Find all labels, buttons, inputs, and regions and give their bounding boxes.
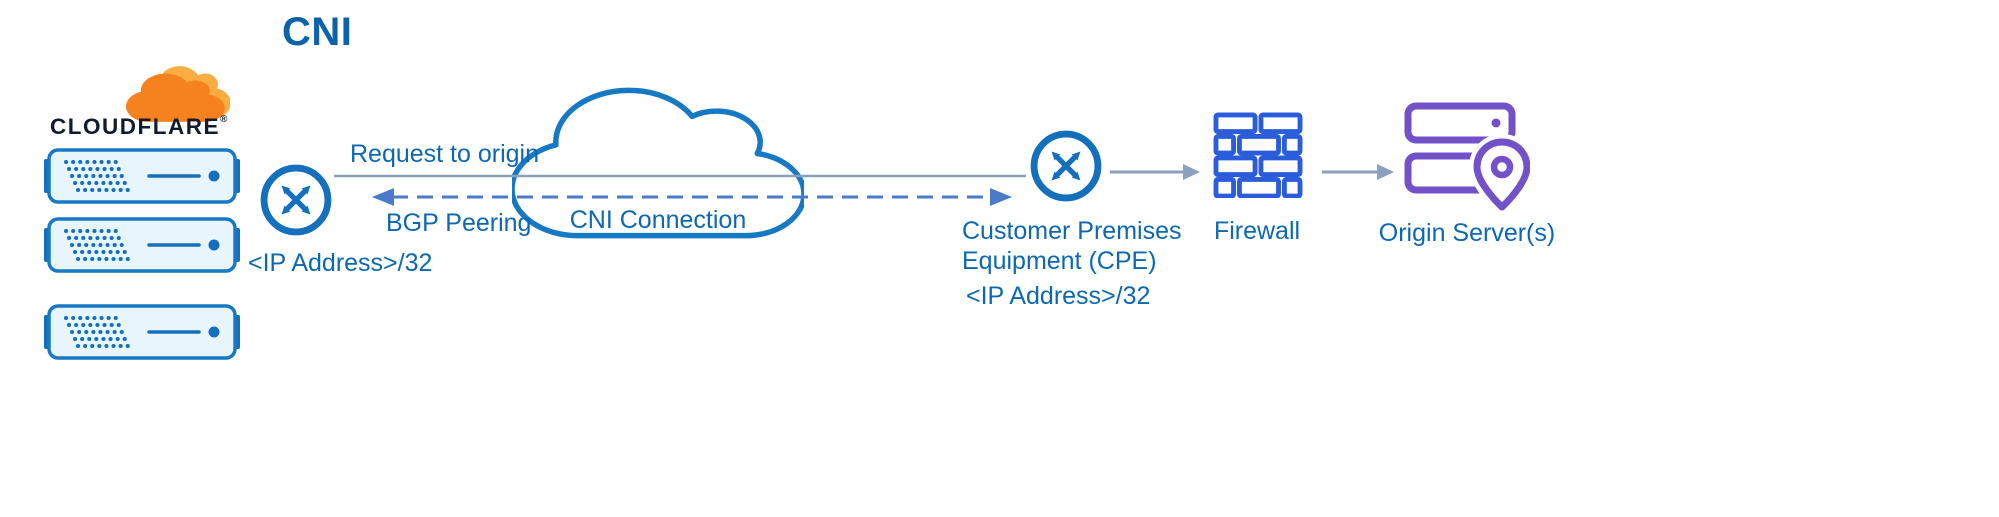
- server-icon-1: [44, 148, 240, 204]
- cloudflare-wordmark-text: CLOUDFLARE: [50, 114, 220, 139]
- cloudflare-trademark: ®: [219, 114, 229, 125]
- cni-connection-label: CNI Connection: [569, 206, 747, 234]
- router-icon-cpe: [1030, 130, 1102, 202]
- router-icon-cloudflare: [260, 164, 332, 236]
- cloudflare-cloud-icon: [126, 66, 230, 122]
- origin-label: Origin Server(s): [1378, 219, 1556, 247]
- cpe-to-firewall-arrow: [1110, 164, 1200, 180]
- server-icon-2: [44, 217, 240, 273]
- cpe-name-line2: Equipment (CPE): [962, 247, 1157, 275]
- request-to-origin-label: Request to origin: [350, 140, 540, 168]
- cpe-name-label: Customer Premises Equipment (CPE): [962, 216, 1182, 276]
- firewall-icon: [1213, 112, 1303, 198]
- firewall-to-origin-arrow: [1322, 164, 1394, 180]
- cpe-name-line1: Customer Premises: [962, 217, 1182, 245]
- server-icon-3: [44, 304, 240, 360]
- bgp-dashed-arrow: [372, 188, 1012, 206]
- origin-server-icon: [1404, 102, 1530, 212]
- location-pin-icon: [1469, 134, 1530, 212]
- cpe-ip-label: <IP Address>/32: [966, 282, 1151, 310]
- bgp-peering-label: BGP Peering: [386, 209, 532, 237]
- firewall-label: Firewall: [1213, 217, 1301, 245]
- cni-cloud-icon: [512, 80, 804, 246]
- cloudflare-wordmark: CLOUDFLARE®: [50, 114, 229, 140]
- cloudflare-router-ip-label: <IP Address>/32: [248, 249, 433, 277]
- cni-title: CNI: [282, 10, 353, 54]
